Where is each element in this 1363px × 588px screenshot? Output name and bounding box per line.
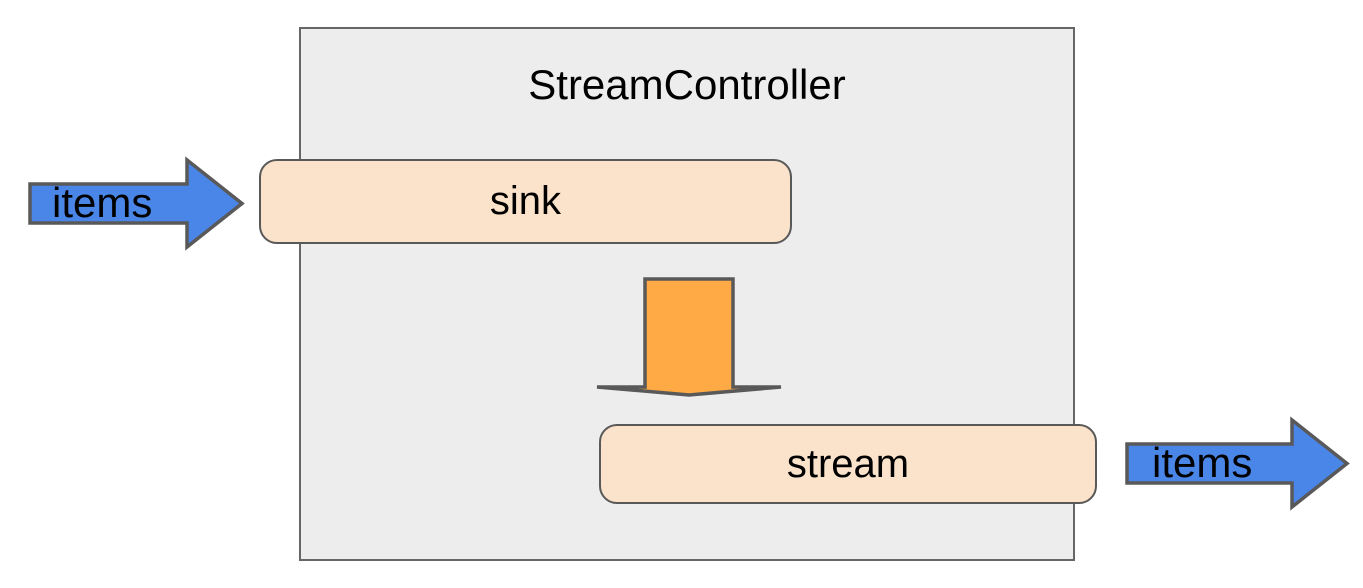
block-arrow-right-icon bbox=[28, 156, 245, 251]
block-arrow-right-icon bbox=[1125, 416, 1350, 511]
arrow-flow-down bbox=[595, 277, 783, 397]
node-stream-label: stream bbox=[786, 441, 910, 486]
arrow-items-in-label: items bbox=[52, 179, 153, 226]
block-arrow-down-icon bbox=[596, 277, 782, 397]
node-sink[interactable]: sink bbox=[259, 159, 792, 244]
stream-controller-title: StreamController bbox=[528, 61, 846, 108]
arrow-items-out-label: items bbox=[1152, 439, 1253, 486]
arrow-items-out bbox=[1125, 416, 1350, 511]
node-sink-label: sink bbox=[489, 179, 562, 223]
node-stream[interactable]: stream bbox=[599, 424, 1097, 504]
arrow-items-in bbox=[28, 156, 245, 251]
